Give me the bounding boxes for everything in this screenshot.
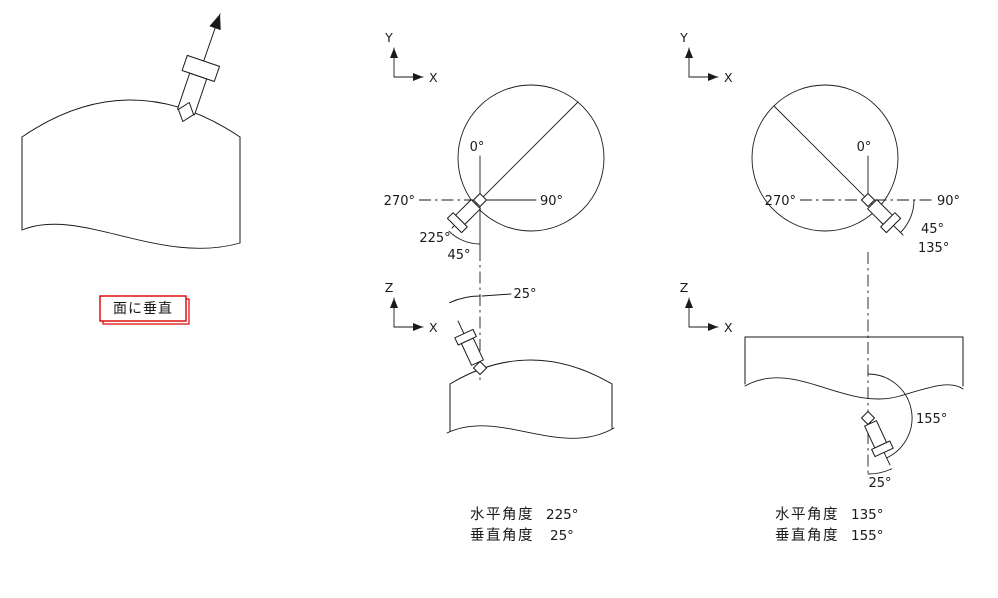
plan-view-225: 0° 90° 270° 225° 45°	[384, 84, 605, 383]
dome-top-arc	[21, 99, 241, 138]
vertical-angle-label: 垂直角度	[775, 527, 839, 544]
axis-icon-right-elev: Z X	[680, 280, 733, 335]
surface-normal-text: 面に垂直	[113, 300, 173, 317]
deg25-label: 25°	[513, 287, 536, 302]
nozzle-flange	[880, 212, 902, 234]
deg25-label: 25°	[868, 476, 891, 491]
deg90-label: 90°	[540, 194, 563, 209]
x-axis-label: X	[724, 320, 733, 335]
horizontal-angle-value: 135°	[851, 507, 884, 523]
label-box	[99, 295, 187, 322]
left-nozzle	[177, 54, 220, 122]
deg45-label: 45°	[447, 248, 470, 263]
z-axis-label: Z	[385, 280, 394, 295]
x-axis-label: X	[429, 70, 438, 85]
penetration-diamond	[861, 193, 875, 207]
angle-arc-155	[867, 373, 913, 459]
dome-side-view	[21, 13, 241, 249]
nozzle-flange	[454, 328, 477, 346]
penetration-diamond	[861, 411, 875, 425]
horizontal-angle-label: 水平角度	[775, 506, 839, 523]
angle-arc-25	[449, 295, 481, 304]
deg225-label: 225°	[419, 231, 450, 246]
angle-arc-45	[900, 199, 915, 233]
y-axis-label: Y	[679, 30, 688, 45]
deg135-label: 135°	[918, 241, 949, 256]
deg45-label: 45°	[921, 222, 944, 237]
z-axis-label: Z	[680, 280, 689, 295]
angle-leader	[481, 293, 512, 297]
elevation-view-155: 155° 25°	[744, 252, 964, 491]
horizontal-angle-value: 225°	[546, 507, 579, 523]
penetration-diamond	[177, 102, 195, 122]
dome-break-wave	[21, 223, 241, 249]
vessel-plan-circle	[457, 84, 605, 232]
nozzle-flange	[181, 54, 220, 82]
surface-normal-label: 面に垂直	[99, 295, 190, 325]
vertical-angle-value: 155°	[851, 528, 884, 544]
deg0-label: 0°	[470, 140, 485, 155]
axis-icon-mid-elev: Z X	[385, 280, 438, 335]
break-wave	[446, 425, 615, 439]
deg90-label: 90°	[937, 194, 960, 209]
angle-arc-25	[867, 468, 893, 475]
horizontal-angle-label: 水平角度	[470, 506, 534, 523]
summary-mid: 水平角度 225° 垂直角度 25°	[470, 506, 579, 544]
break-wave	[744, 377, 964, 400]
axis-icon-right-plan: Y X	[679, 30, 733, 85]
plan-view-135: 0° 270° 90° 45° 135°	[751, 84, 960, 256]
vertical-angle-value: 25°	[550, 528, 574, 544]
x-axis-label: X	[429, 320, 438, 335]
deg270-label: 270°	[384, 194, 415, 209]
angle-arc-45	[448, 230, 481, 245]
nozzle-flange	[446, 212, 468, 234]
y-axis-label: Y	[384, 30, 393, 45]
vertical-angle-label: 垂直角度	[470, 527, 534, 544]
deg270-label: 270°	[765, 194, 796, 209]
penetration-diamond	[473, 361, 487, 375]
summary-right: 水平角度 135° 垂直角度 155°	[775, 506, 884, 544]
deg0-label: 0°	[857, 140, 872, 155]
axis-icon-mid-plan: Y X	[384, 30, 438, 85]
elevation-view-25: 25°	[446, 287, 615, 439]
vessel-plan-circle	[751, 84, 899, 232]
deg155-label: 155°	[916, 412, 947, 427]
penetration-diamond	[473, 193, 487, 207]
dome-arc	[449, 359, 613, 385]
x-axis-label: X	[724, 70, 733, 85]
nozzle-flange	[871, 440, 894, 458]
